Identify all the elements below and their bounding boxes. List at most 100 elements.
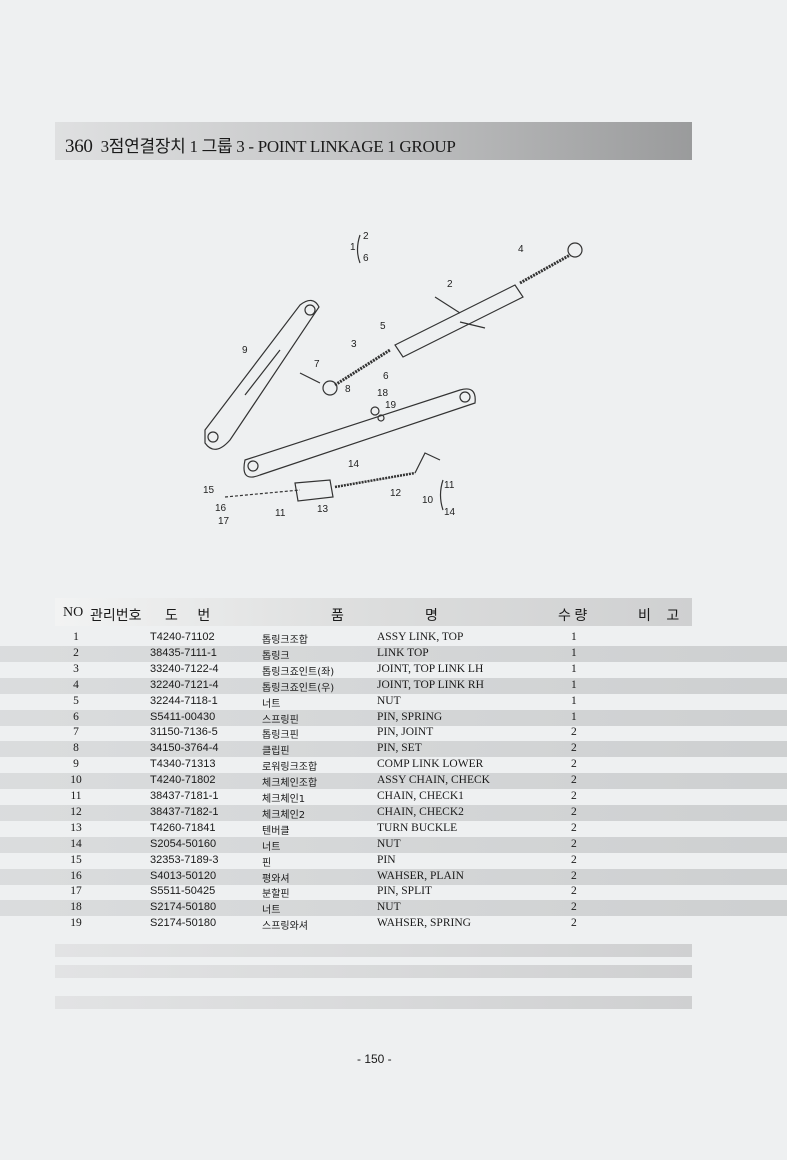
turn-buckle [294, 479, 334, 502]
col-header-name: 명 [425, 609, 438, 624]
diagram-label: 15 [203, 485, 215, 496]
part-number: T4240-71102 [150, 631, 215, 643]
english-name: NUT [377, 694, 401, 707]
lower-link-left [204, 299, 320, 450]
empty-row [55, 996, 692, 1009]
item-number: 13 [70, 821, 82, 834]
quantity: 2 [571, 885, 577, 898]
quantity: 1 [571, 678, 577, 691]
part-number: S2174-50180 [150, 917, 217, 930]
part-number: T4240-71802 [150, 774, 216, 787]
quantity: 1 [571, 710, 577, 723]
top-link-tube [394, 284, 524, 358]
english-name: JOINT, TOP LINK LH [377, 662, 484, 675]
quantity: 2 [571, 726, 577, 739]
quantity: 2 [571, 758, 577, 771]
item-number: 11 [70, 790, 82, 802]
english-name: COMP LINK LOWER [377, 758, 484, 771]
korean-name: 톱링크핀 [262, 730, 299, 742]
diagram-label: 3 [351, 339, 357, 350]
korean-name: 스프링핀 [262, 714, 299, 726]
col-header-remark: 비 고 [638, 609, 686, 624]
quantity: 2 [571, 805, 577, 818]
quantity: 2 [571, 742, 577, 755]
col-header-no: NO [63, 605, 84, 620]
diagram-label: 9 [242, 345, 248, 356]
diagram-label: 6 [383, 371, 389, 382]
diagram-label: 5 [380, 321, 386, 332]
item-number: 17 [70, 885, 82, 898]
english-name: ASSY CHAIN, CHECK [377, 774, 490, 787]
part-number: 34150-3764-4 [150, 742, 219, 755]
item-number: 14 [70, 837, 82, 850]
item-number: 6 [73, 710, 79, 723]
korean-name: 톱링크죠인트(우) [262, 682, 335, 694]
empty-row [55, 965, 692, 978]
part-number: 33240-7122-4 [150, 662, 219, 675]
korean-name: 너트 [262, 905, 281, 917]
quantity: 1 [571, 662, 577, 675]
diagram-label: 12 [390, 488, 402, 499]
diagram-label: 14 [348, 459, 360, 470]
diagram-label: 16 [215, 503, 227, 514]
quantity: 1 [571, 694, 577, 707]
part-number: 32240-7121-4 [150, 678, 219, 691]
item-number: 9 [73, 758, 79, 771]
english-name: CHAIN, CHECK2 [377, 805, 464, 818]
korean-name: 클립핀 [262, 746, 290, 758]
part-number: 38435-7111-1 [150, 646, 217, 659]
part-number: S4013-50120 [150, 869, 217, 882]
diagram-label: 11 [275, 508, 286, 519]
item-number: 16 [70, 869, 82, 882]
korean-name: 평와셔 [262, 873, 290, 885]
english-name: PIN, SPRING [377, 710, 443, 723]
col-header-item: 품 [331, 609, 344, 624]
diagram-label: 2 [447, 279, 453, 290]
quantity: 2 [571, 869, 577, 882]
exploded-parts-diagram: 1 2 6 4 2 9 5 3 7 6 8 18 19 14 15 16 17 … [203, 231, 583, 527]
item-number: 15 [70, 853, 82, 866]
item-number: 12 [70, 805, 82, 818]
part-number: S5511-50425 [150, 885, 216, 898]
english-name: LINK TOP [377, 646, 429, 659]
korean-name: 체크체인2 [262, 809, 306, 821]
quantity: 2 [571, 837, 577, 850]
diagram-label: 17 [218, 516, 230, 527]
diagram-label: 13 [317, 504, 329, 515]
korean-name: 톱링크 [262, 650, 290, 662]
korean-name: 톱링크죠인트(좌) [262, 666, 335, 678]
english-name: ASSY LINK, TOP [377, 631, 464, 643]
table-row: 12 38437-7182-1 체크체인2 CHAIN, CHECK2 2 [0, 804, 787, 821]
diagram-label: 10 [422, 495, 434, 506]
quantity: 2 [571, 917, 577, 930]
diagram-label: 19 [385, 400, 397, 411]
item-number: 4 [73, 678, 79, 691]
quantity: 1 [571, 631, 577, 643]
item-number: 5 [73, 694, 79, 707]
english-name: PIN, SET [377, 742, 422, 755]
part-number: 32353-7189-3 [150, 853, 219, 866]
part-number: S5411-00430 [150, 710, 216, 723]
col-header-drawing: 도 번 [165, 609, 219, 624]
item-number: 18 [70, 901, 82, 914]
english-name: PIN, SPLIT [377, 885, 432, 898]
diagram-label: 1 [350, 242, 356, 253]
part-number: 31150-7136-5 [150, 726, 218, 739]
col-header-mgmt: 관리번호 [90, 609, 142, 624]
page-number: - 150 - [357, 1052, 392, 1066]
korean-name: 텐버클 [262, 825, 290, 837]
english-name: WAHSER, PLAIN [377, 869, 464, 882]
part-number: 38437-7182-1 [150, 805, 219, 818]
